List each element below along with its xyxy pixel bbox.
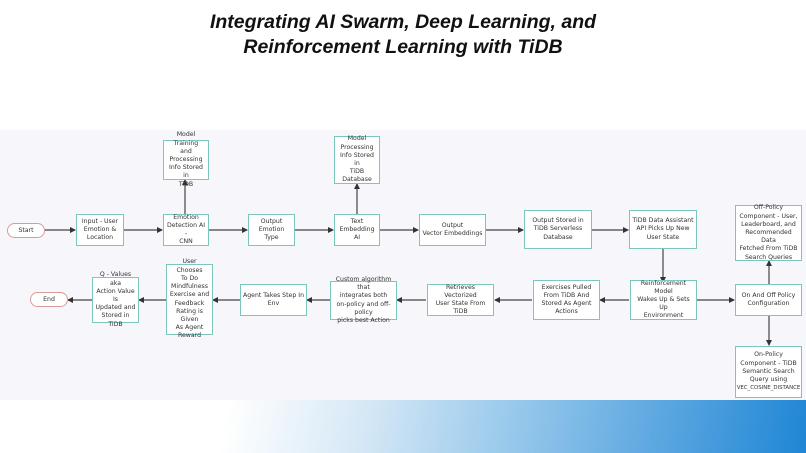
node-output-emotion-type: Output Emotion Type xyxy=(248,214,295,246)
on-policy-function: VEC_COSINE_DISTANCE xyxy=(736,385,801,392)
node-tidb-data-assistant: TiDB Data Assistant API Picks Up New Use… xyxy=(629,210,697,249)
node-retrieves-vectorized-state: Retrieves Vectorized User State From TiD… xyxy=(427,284,494,316)
node-output-vector-embeddings: Output Vector Embeddings xyxy=(419,214,486,246)
title-line-1: Integrating AI Swarm, Deep Learning, and xyxy=(209,11,597,33)
node-exercises-pulled: Exercises Pulled From TiDB And Stored As… xyxy=(533,280,600,320)
node-input-user-emotion: Input - User Emotion & Location xyxy=(76,214,124,246)
node-off-policy-component: Off-Policy Component - User, Leaderboard… xyxy=(735,204,802,261)
start-terminal: Start xyxy=(7,223,45,238)
node-custom-algorithm: Custom algorithm that integrates both on… xyxy=(330,276,397,324)
end-terminal: End xyxy=(30,292,68,307)
node-agent-takes-step: Agent Takes Step In Env xyxy=(240,284,307,316)
diagram-canvas xyxy=(0,130,806,400)
node-model-training-info: Model Training and Processing Info Store… xyxy=(163,131,209,188)
node-q-values-updated: Q - Values aka Action Value Is Updated a… xyxy=(92,271,139,328)
title-line-2: Reinforcement Learning with TiDB xyxy=(243,36,563,58)
node-policy-configuration: On And Off Policy Configuration xyxy=(735,284,802,316)
node-emotion-detection-cnn: Emotion Detection AI - CNN xyxy=(163,214,209,246)
node-on-policy-component: On-Policy Component - TiDB Semantic Sear… xyxy=(735,346,802,398)
node-model-processing-info: Model Processing Info Stored in TiDB Dat… xyxy=(334,135,380,184)
footer-gradient-band xyxy=(0,400,806,453)
node-user-chooses-exercise: User Chooses To Do Mindfulness Exercise … xyxy=(166,258,213,339)
diagram-title: Integrating AI Swarm, Deep Learning, and… xyxy=(0,10,806,60)
node-output-stored-tidb: Output Stored in TiDB Serverless Databas… xyxy=(524,210,592,249)
on-policy-text: On-Policy Component - TiDB Semantic Sear… xyxy=(740,351,797,384)
node-text-embedding-ai: Text Embedding AI xyxy=(334,214,380,246)
node-reinforcement-model: Reinforcement Model Wakes Up & Sets Up E… xyxy=(630,280,697,320)
